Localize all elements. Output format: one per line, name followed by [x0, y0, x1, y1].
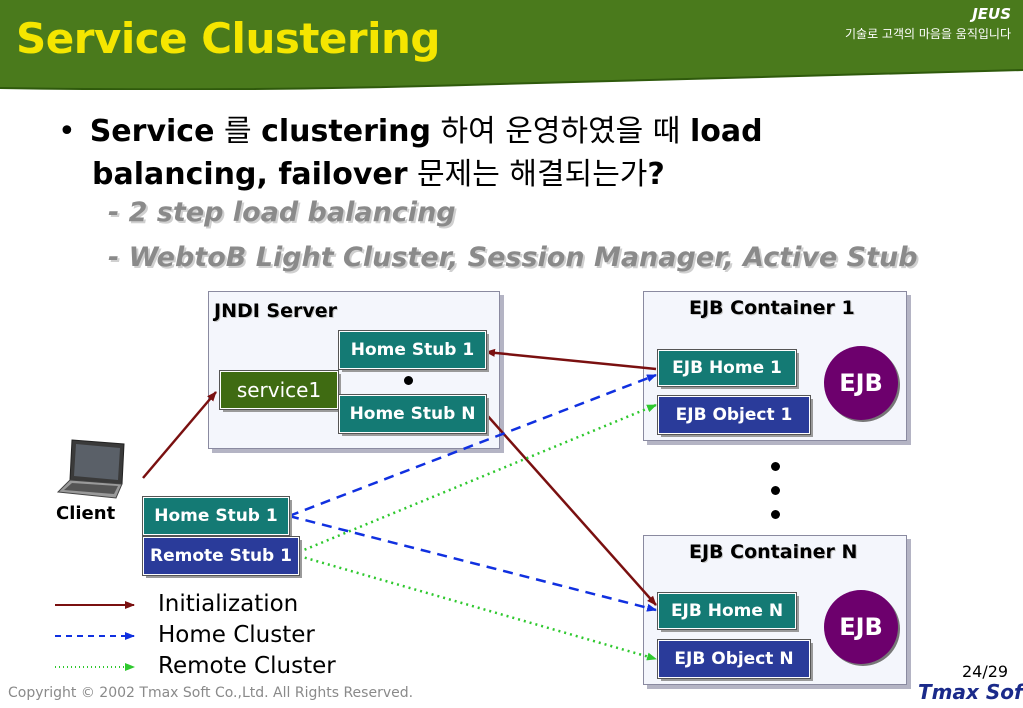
page-number: 24/29 — [962, 662, 1009, 681]
ejb-home-n-box: EJB Home N — [657, 592, 797, 630]
laptop-icon — [56, 439, 125, 499]
tmaxsoft-logo: Tmax Soft — [918, 680, 1023, 704]
bullet-line-1: • Service 를 clustering 하여 운영하였을 때 load — [58, 106, 763, 150]
bullet-text: 문제는 해결되는가 — [407, 157, 648, 192]
bullet-text: clustering — [261, 114, 431, 149]
home-cluster-line-to-home1 — [288, 373, 657, 518]
service1-box: service1 — [219, 370, 339, 410]
bullet-text: 하여 운영하였을 때 — [431, 114, 690, 149]
remote-cluster-line-to-object1 — [298, 403, 657, 554]
ejb-badge-1: EJB — [824, 346, 898, 420]
jndi-server-title: JNDI Server — [214, 300, 338, 322]
legend-initialization-label: Initialization — [158, 591, 299, 617]
legend-home-cluster-label: Home Cluster — [158, 622, 315, 648]
client-home-stub-1-box: Home Stub 1 — [142, 496, 290, 536]
ejb-home-1-box: EJB Home 1 — [657, 349, 797, 387]
jndi-home-stub-n-box: Home Stub N — [338, 394, 487, 434]
ejb-badge-n: EJB — [824, 590, 898, 664]
slide-title: Service Clustering — [16, 14, 440, 63]
sub-bullet-1: - 2 step load balancing — [108, 197, 456, 228]
ellipsis-dot — [771, 486, 780, 495]
header-band — [0, 0, 1023, 90]
ejb-object-1-box: EJB Object 1 — [657, 395, 811, 435]
init-arrow-client-to-service — [142, 391, 217, 479]
bullet-text: ? — [647, 157, 665, 192]
ellipsis-dot — [771, 510, 780, 519]
client-label: Client — [56, 503, 116, 524]
ejb-container-1-title: EJB Container 1 — [689, 297, 855, 319]
client-remote-stub-1-box: Remote Stub 1 — [142, 536, 300, 576]
ejb-object-n-box: EJB Object N — [657, 639, 811, 679]
ejb-container-n-title: EJB Container N — [689, 541, 858, 563]
copyright-text: Copyright © 2002 Tmax Soft Co.,Ltd. All … — [8, 685, 414, 701]
brand-label: JEUS — [972, 5, 1011, 23]
bullet-text: load — [689, 114, 763, 149]
legend-remote-cluster-label: Remote Cluster — [158, 653, 336, 679]
init-arrow-home1-to-stub1 — [485, 348, 657, 371]
sub-bullet-2: - WebtoB Light Cluster, Session Manager,… — [108, 242, 918, 273]
bullet-dot: • — [58, 114, 76, 149]
ellipsis-dot — [771, 462, 780, 471]
jndi-home-stub-1-box: Home Stub 1 — [338, 330, 487, 370]
bullet-line-2: balancing, failover 문제는 해결되는가? — [92, 149, 665, 193]
home-cluster-line-to-homen — [288, 514, 657, 612]
bullet-text: 를 — [214, 114, 262, 149]
bullet-text: Service — [89, 114, 215, 149]
init-arrow-stubn-to-homen — [485, 413, 657, 606]
bullet-text: balancing, failover — [92, 157, 408, 192]
slogan-text: 기술로 고객의 마음을 움직입니다 — [844, 27, 1011, 41]
remote-cluster-line-to-objectn — [298, 554, 657, 661]
ellipsis-dot — [404, 376, 413, 385]
